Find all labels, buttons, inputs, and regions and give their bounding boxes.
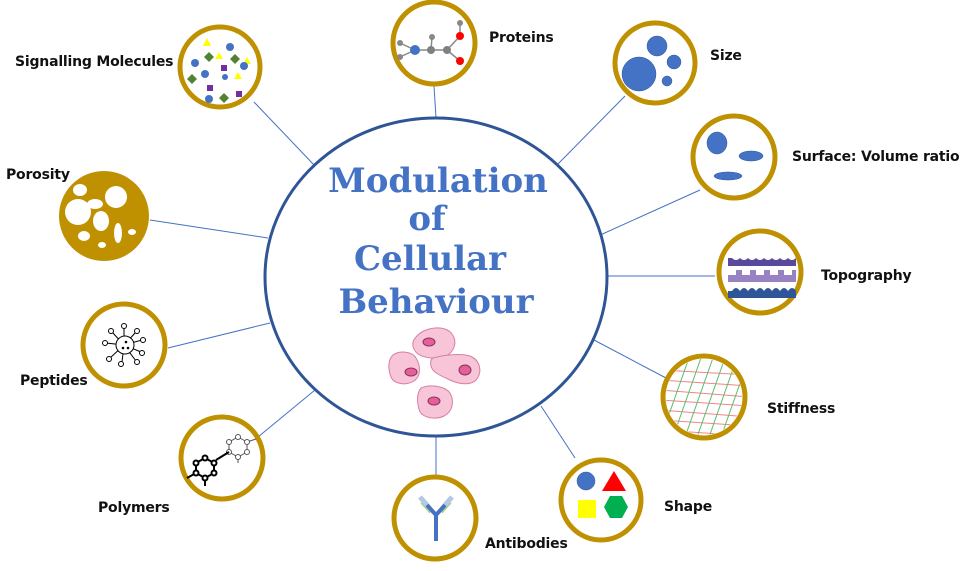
node-signalling-molecules[interactable] bbox=[177, 24, 263, 110]
title-line-2: of bbox=[408, 199, 448, 239]
signalling-molecules-icon bbox=[187, 38, 251, 103]
node-shape[interactable] bbox=[558, 457, 644, 543]
label-peptides: Peptides bbox=[20, 373, 88, 389]
label-porosity: Porosity bbox=[6, 167, 70, 183]
ellipses-ratio-icon bbox=[706, 131, 764, 181]
node-proteins[interactable] bbox=[390, 0, 478, 87]
cells-icon bbox=[388, 327, 481, 419]
node-peptides[interactable] bbox=[80, 301, 168, 389]
node-antibodies[interactable] bbox=[391, 474, 479, 562]
title-line-1: Modulation bbox=[328, 161, 548, 201]
node-size[interactable] bbox=[612, 20, 698, 106]
label-polymers: Polymers bbox=[98, 500, 170, 516]
label-stiffness: Stiffness bbox=[767, 401, 836, 417]
label-proteins: Proteins bbox=[489, 30, 554, 46]
circles-size-icon bbox=[621, 35, 682, 92]
label-topography: Topography bbox=[821, 268, 912, 284]
node-stiffness[interactable] bbox=[660, 353, 762, 441]
geometric-shapes-icon bbox=[576, 471, 628, 518]
porous-disc-icon bbox=[65, 184, 136, 248]
center-title: Modulation of Cellular Behaviour bbox=[328, 161, 548, 322]
amino-acid-molecule-icon bbox=[397, 20, 464, 65]
title-line-4: Behaviour bbox=[338, 282, 534, 322]
node-surface-volume-ratio[interactable] bbox=[690, 113, 778, 201]
label-signalling-molecules: Signalling Molecules bbox=[15, 54, 174, 70]
connector-proteins bbox=[433, 85, 437, 119]
connector-stiffness bbox=[593, 339, 667, 379]
node-porosity[interactable] bbox=[59, 171, 149, 261]
label-shape: Shape bbox=[664, 499, 713, 515]
node-topography[interactable] bbox=[716, 228, 804, 316]
connector-surface-volume bbox=[597, 189, 701, 237]
connector-signalling-molecules bbox=[253, 101, 316, 167]
connector-polymers bbox=[257, 389, 316, 438]
label-antibodies: Antibodies bbox=[485, 536, 568, 552]
node-polymers[interactable] bbox=[178, 414, 266, 502]
connector-peptides bbox=[167, 322, 271, 349]
connectors bbox=[149, 85, 715, 476]
title-line-3: Cellular bbox=[354, 239, 507, 279]
label-size: Size bbox=[710, 48, 742, 64]
antibody-icon bbox=[418, 495, 454, 541]
label-surface-volume-ratio: Surface: Volume ratio bbox=[792, 149, 960, 165]
connector-porosity bbox=[149, 219, 269, 239]
surface-topography-icon bbox=[728, 258, 796, 298]
center-circle bbox=[263, 116, 609, 438]
connector-size bbox=[555, 95, 626, 167]
polymer-chain-icon bbox=[186, 434, 257, 486]
peptide-icon bbox=[102, 323, 146, 367]
connector-shape bbox=[540, 405, 576, 459]
